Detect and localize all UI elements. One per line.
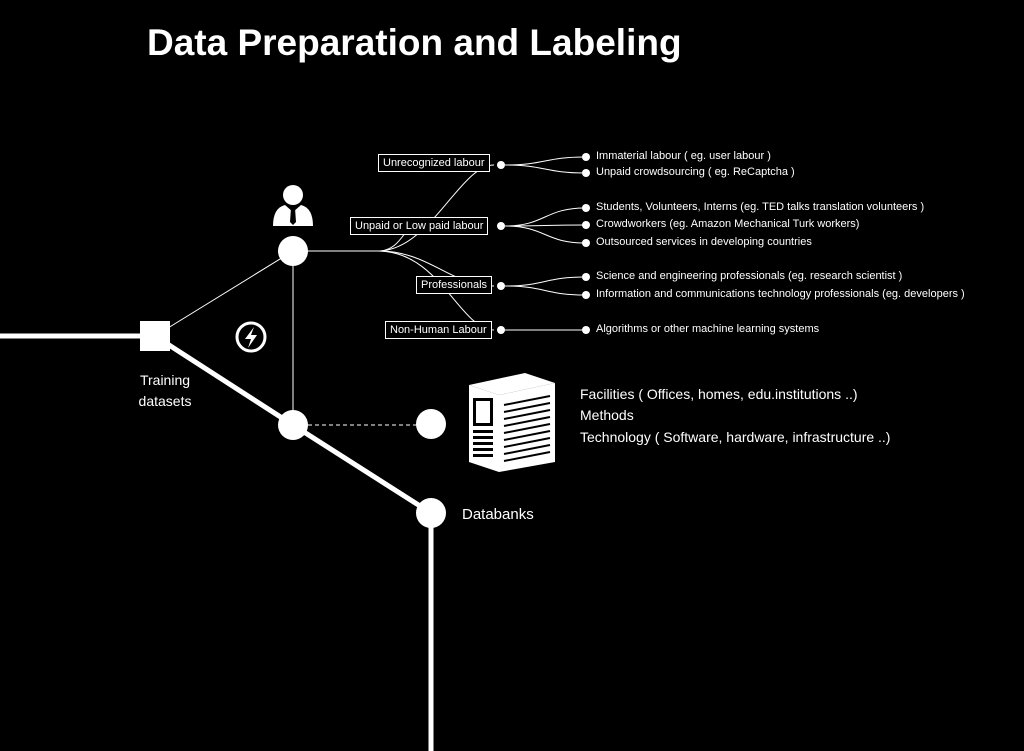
category-unrecognized-labour: Unrecognized labour <box>378 154 490 172</box>
category-non-human-labour: Non-Human Labour <box>385 321 492 339</box>
leaf-curve <box>504 285 586 296</box>
main-path-diag-2 <box>291 422 433 516</box>
page-title: Data Preparation and Labeling <box>147 22 682 63</box>
training-datasets-line1: Training <box>139 372 191 388</box>
labour-node <box>278 236 308 266</box>
training-datasets-label: Training datasets <box>126 370 204 412</box>
training-datasets-node <box>140 321 170 351</box>
leaf-curve <box>504 207 586 227</box>
branch-unrecognized <box>377 164 495 252</box>
databanks-node <box>416 498 446 528</box>
category-unpaid-low-paid-labour: Unpaid or Low paid labour <box>350 217 489 235</box>
leaf-ict-professionals: Information and communications technolog… <box>596 288 965 300</box>
databanks-label: Databanks <box>462 506 534 523</box>
leaf-dot <box>582 291 590 299</box>
lightning-icon <box>235 321 267 353</box>
leaf-dot <box>582 169 590 177</box>
leaf-curve <box>504 156 586 166</box>
leaf-unpaid-crowdsourcing: Unpaid crowdsourcing ( eg. ReCaptcha ) <box>596 166 795 178</box>
leaf-curve <box>504 225 586 244</box>
dot-unrecognized <box>497 161 505 169</box>
resources-node <box>416 409 446 439</box>
leaf-students-volunteers: Students, Volunteers, Interns (eg. TED t… <box>596 201 925 213</box>
dot-unpaid <box>497 222 505 230</box>
leaf-curve <box>504 164 586 174</box>
leaf-curve <box>504 276 586 287</box>
resource-technology: Technology ( Software, hardware, infrast… <box>580 429 891 445</box>
leaf-dot <box>582 153 590 161</box>
leaf-dot <box>582 204 590 212</box>
server-rack-icon <box>469 373 555 472</box>
resource-methods: Methods <box>580 407 634 423</box>
leaf-dot <box>582 273 590 281</box>
leaf-dot <box>582 326 590 334</box>
training-datasets-line2: datasets <box>138 393 192 409</box>
main-path-diag-1 <box>153 333 295 428</box>
leaf-algorithms: Algorithms or other machine learning sys… <box>596 323 820 335</box>
leaf-crowdworkers: Crowdworkers (eg. Amazon Mechanical Turk… <box>596 218 860 230</box>
leaf-outsourced-services: Outsourced services in developing countr… <box>596 236 812 248</box>
leaf-dot <box>582 239 590 247</box>
preparation-node <box>278 410 308 440</box>
leaf-science-engineering: Science and engineering professionals (e… <box>596 270 903 282</box>
resource-facilities: Facilities ( Offices, homes, edu.institu… <box>580 386 858 402</box>
person-icon <box>273 185 313 226</box>
labour-connector <box>154 250 294 337</box>
leaf-immaterial-labour: Immaterial labour ( eg. user labour ) <box>596 150 771 162</box>
dot-nonhuman <box>497 326 505 334</box>
dot-professionals <box>497 282 505 290</box>
category-professionals: Professionals <box>416 276 493 294</box>
leaf-dot <box>582 221 590 229</box>
